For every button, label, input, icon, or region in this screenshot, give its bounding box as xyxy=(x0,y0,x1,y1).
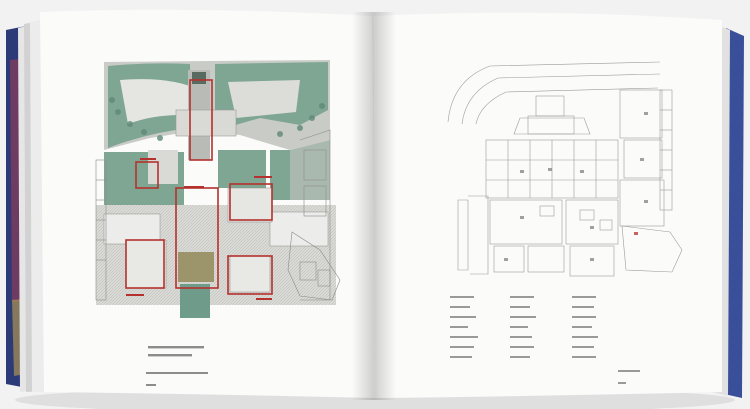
right-page xyxy=(374,12,722,399)
left-page-caption xyxy=(146,346,208,386)
left-floor-plan xyxy=(95,60,341,318)
right-floor-plan xyxy=(447,61,683,277)
right-page-legend xyxy=(450,296,640,384)
